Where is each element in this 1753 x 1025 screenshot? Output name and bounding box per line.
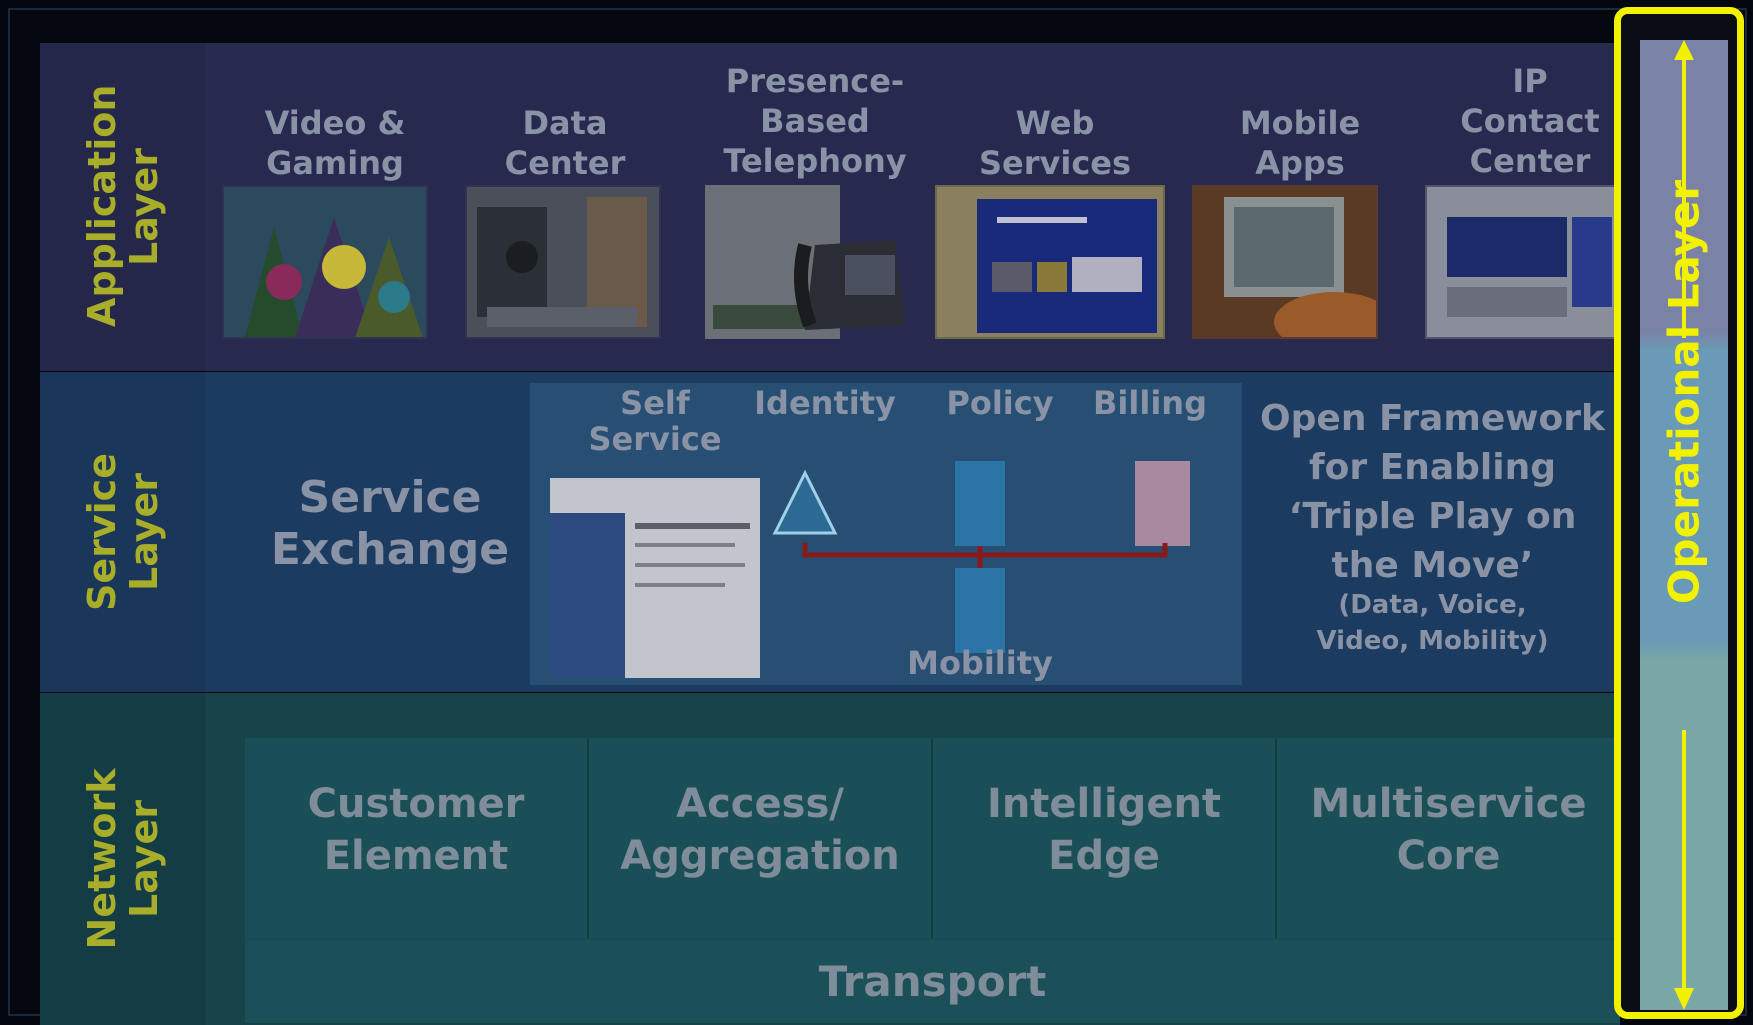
mobility-server-icon [955,568,1005,653]
network-cell-intelligent-edge: Intelligent Edge [933,738,1277,938]
self-service-screenshot [550,478,760,678]
app-title-presence-telephony: Presence- Based Telephony [723,62,907,180]
operational-arrows [1674,40,1694,1010]
connection-line [802,543,1168,558]
app-title-video-gaming: Video & Gaming [264,104,406,182]
transport-label: Transport [245,940,1620,1023]
billing-label: Billing [1093,384,1207,422]
service-components-graphic [550,461,1190,678]
application-layer-label-box: Application Layer [40,43,205,371]
application-layer-label: Application Layer [80,84,166,327]
mobile-apps-image [1194,187,1376,337]
mobile-apps-thumbnail [1192,185,1378,339]
network-cell-multiservice-core: Multiservice Core [1277,738,1620,938]
network-layer-label: Network Layer [80,768,166,950]
identity-label: Identity [754,384,896,422]
intelligent-edge-label: Intelligent Edge [986,781,1222,879]
self-service-label: Self Service [588,384,722,458]
app-title-ip-contact-center: IP Contact Center [1460,62,1600,180]
network-layer-label-box: Network Layer [40,693,205,1025]
network-cell-access-aggregation: Access/ Aggregation [589,738,933,938]
service-layer-label-box: Service Layer [40,372,205,692]
identity-icon [772,469,838,535]
presence-telephony-thumbnail [705,185,910,339]
billing-server-icon [1135,461,1190,546]
customer-element-label: Customer Element [307,781,525,879]
network-cell-customer-element: Customer Element [245,738,589,938]
service-components-panel: Self Service Identity Policy Billing [530,383,1242,685]
application-layer-band: Application Layer Video & Gaming Data Ce… [40,43,1620,371]
operational-layer-frame: Operational Layer [1614,7,1744,1019]
operational-layer-label: Operational Layer [1659,179,1709,605]
app-title-data-center: Data Center [504,104,626,182]
network-layer-band: Network Layer Customer Element Access/ A… [40,693,1620,1025]
video-gaming-image [224,187,426,337]
mobility-label: Mobility [907,644,1053,682]
service-layer-band: Service Layer Service Exchange Self Serv… [40,372,1620,692]
data-center-image [467,187,659,337]
policy-server-icon [955,461,1005,546]
app-title-web-services: Web Services [978,104,1132,182]
operational-layer-bar: Operational Layer [1640,40,1728,1010]
arrow-up-icon [1674,40,1694,60]
access-aggregation-label: Access/ Aggregation [620,781,900,879]
ip-contact-center-image [1427,187,1618,337]
multiservice-core-label: Multiservice Core [1310,781,1587,879]
framework-title: Open Framework for Enabling ‘Triple Play… [1260,398,1605,586]
framework-subtitle: (Data, Voice, Video, Mobility) [1316,590,1549,656]
diagram-frame: Application Layer Video & Gaming Data Ce… [8,8,1747,1025]
service-layer-label: Service Layer [80,453,166,611]
network-components-panel: Customer Element Access/ Aggregation Int… [245,738,1620,1023]
policy-label: Policy [946,384,1054,422]
video-gaming-thumbnail [222,185,428,339]
data-center-thumbnail [465,185,661,339]
service-exchange-label: Service Exchange [270,472,510,575]
web-services-thumbnail [935,185,1165,339]
ip-contact-center-thumbnail [1425,185,1620,339]
app-title-mobile-apps: Mobile Apps [1239,104,1361,182]
arrow-down-icon [1674,988,1694,1010]
telephone-image [705,185,905,339]
web-services-image [937,187,1163,337]
